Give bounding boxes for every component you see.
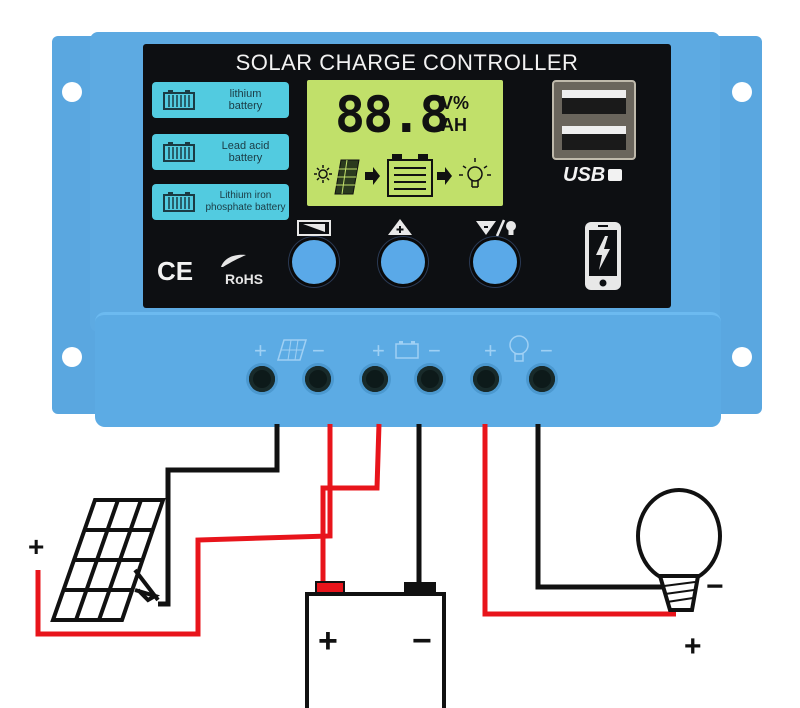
usb-label: USB [563,164,623,187]
usb-port[interactable] [562,126,626,150]
bulb-icon [459,158,491,188]
lcd-digits: 88.8 [335,86,449,144]
phone-charging-icon [585,222,621,290]
battery-minus-terminal [404,582,436,594]
terminal-screw-solar-plus[interactable] [249,366,275,392]
battery-icon [163,90,195,110]
solar-positive-wire [35,424,333,637]
terminal-screw-battery-minus[interactable] [417,366,443,392]
battery-type-label: Lithium iron [219,190,272,201]
load-plus-label: + [484,338,497,363]
solar-panel-icon [50,498,166,622]
energy-flow-graphic [314,154,491,197]
battery-icon [387,154,433,197]
menu-button[interactable] [292,240,336,284]
down-load-button[interactable] [473,240,517,284]
rohs-mark: RoHS [219,254,263,287]
menu-icon [297,220,331,236]
arrow-right-icon [365,167,380,185]
solar-minus-label: − [312,338,325,363]
device-title: SOLAR CHARGE CONTROLLER [235,50,579,75]
battery-icon [395,341,419,359]
load-minus-label: − [540,338,553,363]
battery-plus-label: + [372,338,385,363]
lcd-display: 88.8 V%AH [307,80,503,206]
solar-negative-wire [158,424,280,607]
usb-ports[interactable] [552,80,636,160]
battery-icon [163,192,195,212]
load-negative-wire [535,424,662,590]
arrow-right-icon [437,167,452,185]
up-plus-icon [388,219,412,235]
bulb-icon [509,335,529,362]
sun-icon [314,165,332,183]
mounting-hole [732,82,752,102]
ce-mark: CE [157,256,194,286]
wiring-diagram: + + − − + [28,423,724,708]
battery-minus-sign: − [412,622,432,660]
battery-icon [163,142,195,162]
battery-minus-label: − [428,338,441,363]
mounting-hole [732,347,752,367]
terminal-screw-load-minus[interactable] [529,366,555,392]
solar-panel-icon [334,159,360,195]
leaf-icon [221,254,246,267]
mounting-hole [62,347,82,367]
solar-plus-label: + [254,338,267,363]
bulb-icon [636,488,722,612]
mounting-hole [62,82,82,102]
lcd-units: V%AH [441,93,470,135]
battery-plus-sign: + [318,622,338,660]
terminal-screw-solar-minus[interactable] [305,366,331,392]
solar-panel-icon [276,339,308,361]
load-plus-sign: + [684,630,702,663]
battery-positive-wire [320,423,382,590]
usb-port[interactable] [562,90,626,114]
load-minus-sign: − [706,570,724,603]
terminal-screw-battery-plus[interactable] [362,366,388,392]
terminal-block [95,312,721,427]
down-load-icon [476,219,516,237]
battery-icon [305,592,446,708]
terminal-screw-load-plus[interactable] [473,366,499,392]
solar-plus-sign: + [28,531,44,562]
battery-type-label: Lead acid [221,140,270,152]
load-positive-wire [482,424,676,617]
battery-type-label: lithium [229,88,262,100]
up-button[interactable] [381,240,425,284]
